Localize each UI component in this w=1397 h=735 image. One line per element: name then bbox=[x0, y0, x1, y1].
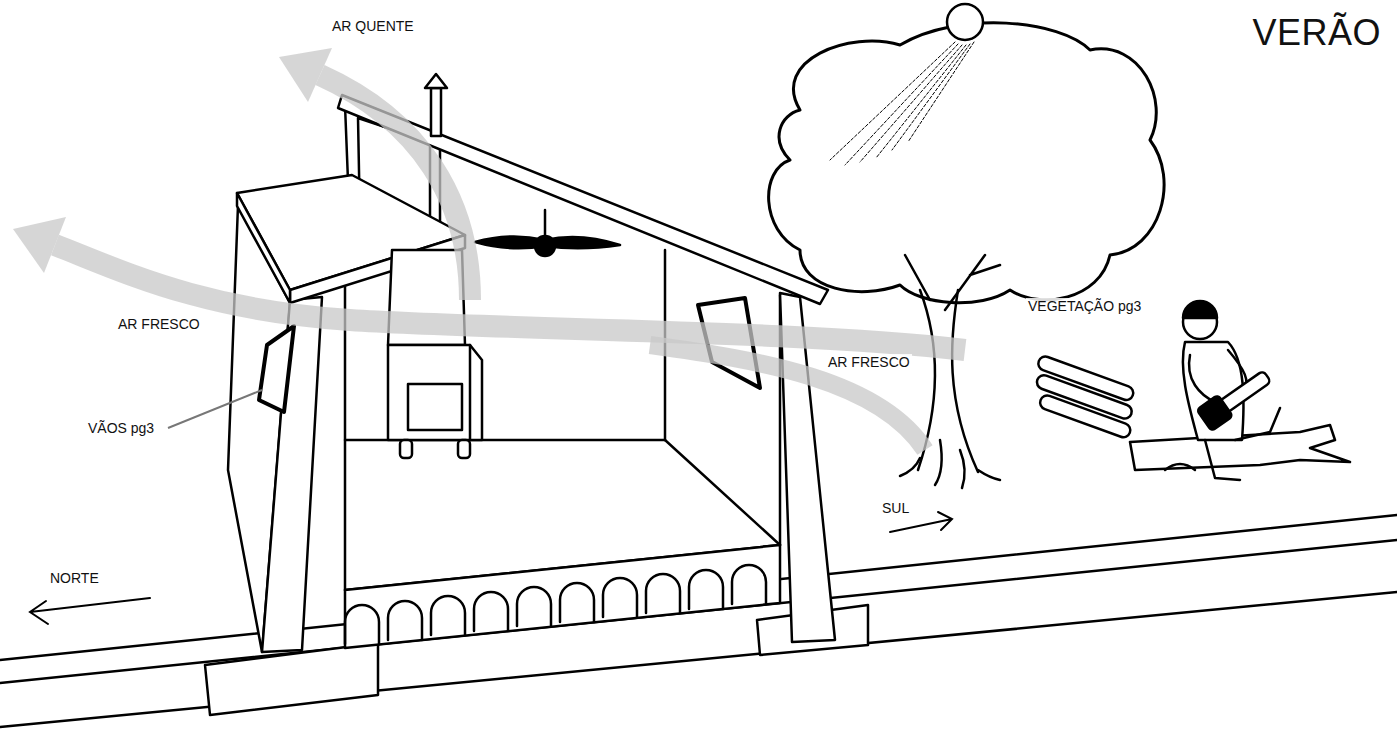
branch-stump bbox=[1165, 464, 1195, 470]
log bbox=[1038, 394, 1132, 440]
vent-arch bbox=[517, 587, 551, 626]
direction-label: NORTE bbox=[48, 570, 101, 586]
flow-arrowhead bbox=[13, 217, 66, 273]
stove bbox=[388, 345, 482, 440]
stove-leg bbox=[400, 440, 412, 458]
direction-arrow bbox=[30, 598, 150, 624]
helmet bbox=[1183, 301, 1217, 318]
vent-arch bbox=[689, 570, 723, 609]
sun-ray bbox=[892, 44, 970, 150]
leader-line bbox=[168, 390, 262, 428]
overhang-edge bbox=[237, 193, 290, 303]
foundation bbox=[345, 545, 780, 648]
fresh-air-flow bbox=[55, 245, 965, 350]
vent-cap bbox=[425, 74, 447, 88]
window bbox=[259, 326, 294, 412]
sun-rays bbox=[830, 42, 974, 165]
floor-edge bbox=[665, 440, 780, 545]
vent-arch bbox=[560, 583, 594, 622]
vent-arch bbox=[345, 605, 379, 644]
hot-air-label: AR QUENTE bbox=[330, 18, 416, 34]
direction-label: SUL bbox=[880, 500, 911, 516]
vent-arch bbox=[732, 565, 766, 604]
vent-arch bbox=[388, 601, 422, 640]
fresh-air-flow bbox=[650, 345, 925, 450]
fan-rod bbox=[544, 210, 547, 236]
sun-ray bbox=[908, 42, 974, 142]
back-wall bbox=[345, 250, 665, 440]
vent-arch bbox=[431, 596, 465, 635]
openings-callout: VÃOS pg3 bbox=[86, 420, 156, 436]
logs bbox=[1024, 355, 1144, 440]
sun-ray bbox=[830, 42, 955, 160]
stove-edge bbox=[469, 345, 472, 440]
vegetation-callout: VEGETAÇÃO pg3 bbox=[1026, 298, 1143, 314]
season-title: VERÃO bbox=[1250, 12, 1383, 53]
stove-door bbox=[408, 384, 462, 430]
sun-ray bbox=[876, 45, 966, 158]
vent-arch bbox=[474, 592, 508, 631]
stove-leg bbox=[458, 440, 470, 458]
sun-ray bbox=[845, 44, 958, 165]
sun bbox=[947, 4, 983, 40]
fan-hub bbox=[535, 236, 555, 256]
footing bbox=[205, 643, 378, 715]
tree-trunk bbox=[952, 290, 978, 472]
chainsaw-body bbox=[1197, 395, 1233, 431]
sun-ray bbox=[860, 45, 962, 162]
hot-air-flow bbox=[320, 75, 470, 300]
vent-pipe bbox=[431, 88, 441, 136]
ground-line bbox=[0, 515, 1397, 660]
flow-arrowhead bbox=[279, 48, 332, 102]
vent-arch bbox=[646, 574, 680, 613]
chainsaw bbox=[1197, 366, 1275, 431]
tree-branch bbox=[905, 255, 1000, 310]
vent-arch bbox=[603, 578, 637, 617]
fresh-air-label: AR FRESCO bbox=[826, 354, 912, 370]
fresh-air-label: AR FRESCO bbox=[116, 316, 202, 332]
tree-canopy bbox=[769, 23, 1164, 303]
